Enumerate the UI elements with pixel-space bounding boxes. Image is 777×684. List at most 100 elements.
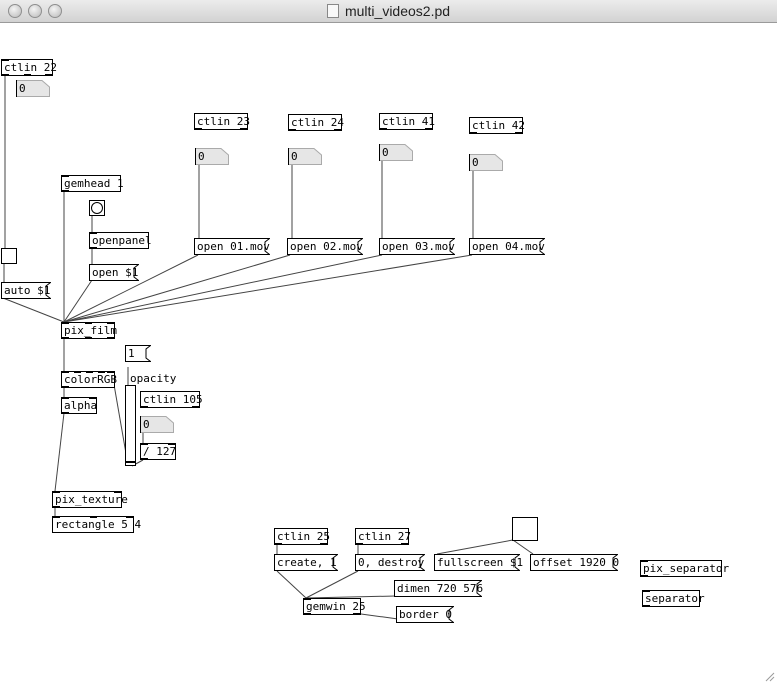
message-open-03[interactable]: open 03.mov: [379, 238, 455, 255]
cord-alpha-pixtexture[interactable]: [54, 412, 65, 492]
object-label: ctlin 24: [291, 116, 344, 129]
cord-toggle-offset[interactable]: [512, 539, 534, 555]
opacity-slider-knob[interactable]: [126, 461, 135, 465]
title-bar: multi_videos2.pd: [0, 0, 777, 23]
cord-destroy-gemwin[interactable]: [305, 570, 359, 599]
number-box-22[interactable]: 0: [16, 80, 50, 97]
object-label: pix_separator: [643, 562, 730, 575]
number-value: 0: [472, 156, 479, 169]
object-label: gemhead 1: [64, 177, 124, 190]
patch-canvas[interactable]: ctlin 22 0 auto $1 gemhead 1 openpanel o…: [0, 23, 777, 684]
message-label: 0, destroy: [358, 556, 425, 569]
number-value: 0: [382, 146, 389, 159]
message-auto[interactable]: auto $1: [1, 282, 51, 299]
number-box-42[interactable]: 0: [469, 154, 503, 171]
object-label: gemwin 25: [306, 600, 366, 613]
resize-grip-icon[interactable]: [765, 672, 775, 682]
message-open-04[interactable]: open 04.mov: [469, 238, 545, 255]
message-open-02[interactable]: open 02.mov: [287, 238, 363, 255]
object-label: ctlin 27: [358, 530, 411, 543]
object-openpanel[interactable]: openpanel: [89, 232, 152, 249]
opacity-slider[interactable]: [125, 385, 136, 466]
minimize-button[interactable]: [28, 4, 42, 18]
object-label: ctlin 23: [197, 115, 250, 128]
cord-create-gemwin[interactable]: [276, 570, 307, 599]
object-colorrgb[interactable]: colorRGB: [61, 371, 117, 388]
message-open-dollar[interactable]: open $1: [89, 264, 139, 281]
object-ctlin-27[interactable]: ctlin 27: [355, 528, 411, 545]
object-gemwin[interactable]: gemwin 25: [303, 598, 366, 615]
number-value: 0: [143, 418, 150, 431]
window-title: multi_videos2.pd: [344, 3, 451, 19]
object-label: ctlin 22: [4, 61, 57, 74]
object-ctlin-23[interactable]: ctlin 23: [194, 113, 250, 130]
object-alpha[interactable]: alpha: [61, 397, 97, 414]
message-fullscreen[interactable]: fullscreen $1: [434, 554, 524, 571]
cord-open01-pixfilm[interactable]: [63, 254, 199, 323]
object-label: ctlin 42: [472, 119, 525, 132]
message-dimen[interactable]: dimen 720 576: [394, 580, 484, 597]
message-label: offset 1920 0: [533, 556, 620, 569]
object-rectangle[interactable]: rectangle 5 4: [52, 516, 141, 533]
object-pix-film[interactable]: pix_film: [61, 322, 117, 339]
object-ctlin-22[interactable]: ctlin 22: [1, 59, 57, 76]
object-ctlin-105[interactable]: ctlin 105: [140, 391, 203, 408]
object-label: / 127: [143, 445, 177, 458]
message-label: open $1: [92, 266, 139, 279]
object-label: openpanel: [92, 234, 152, 247]
window-title-group: multi_videos2.pd: [0, 3, 777, 19]
cord-auto-pixfilm[interactable]: [2, 297, 65, 323]
number-value: 0: [19, 82, 26, 95]
number-box-41[interactable]: 0: [379, 144, 413, 161]
cord-open04-pixfilm[interactable]: [63, 254, 473, 323]
bang-open-file[interactable]: [89, 200, 105, 216]
message-label: create, 1: [277, 556, 337, 569]
number-box-23[interactable]: 0: [195, 148, 229, 165]
object-pix-separator[interactable]: pix_separator: [640, 560, 729, 577]
object-label: rectangle 5 4: [55, 518, 142, 531]
cord-open02-pixfilm[interactable]: [63, 254, 291, 323]
toggle-fullscreen[interactable]: [512, 517, 538, 541]
message-offset[interactable]: offset 1920 0: [530, 554, 620, 571]
zoom-button[interactable]: [48, 4, 62, 18]
object-label: alpha: [64, 399, 98, 412]
message-label: open 02.mov: [290, 240, 363, 253]
message-label: open 03.mov: [382, 240, 455, 253]
message-create[interactable]: create, 1: [274, 554, 338, 571]
object-ctlin-24[interactable]: ctlin 24: [288, 114, 344, 131]
close-button[interactable]: [8, 4, 22, 18]
cord-dimen-gemwin[interactable]: [305, 595, 397, 599]
message-open-01[interactable]: open 01.mov: [194, 238, 270, 255]
cord-toggle-fullscreen[interactable]: [436, 539, 514, 555]
object-label: ctlin 25: [277, 530, 330, 543]
object-label: colorRGB: [64, 373, 117, 386]
object-ctlin-25[interactable]: ctlin 25: [274, 528, 330, 545]
message-label: open 01.mov: [197, 240, 270, 253]
message-label: open 04.mov: [472, 240, 545, 253]
object-divide-127[interactable]: / 127: [140, 443, 176, 460]
object-ctlin-42[interactable]: ctlin 42: [469, 117, 525, 134]
cord-open-pixfilm[interactable]: [63, 279, 93, 323]
number-value: 0: [198, 150, 205, 163]
message-label: dimen 720 576: [397, 582, 484, 595]
message-one[interactable]: 1: [125, 345, 151, 362]
message-label: fullscreen $1: [437, 556, 524, 569]
opacity-label: opacity: [130, 372, 177, 385]
message-label: 1: [128, 347, 135, 360]
object-ctlin-41[interactable]: ctlin 41: [379, 113, 435, 130]
object-gemhead[interactable]: gemhead 1: [61, 175, 124, 192]
number-box-105[interactable]: 0: [140, 416, 174, 433]
number-box-24[interactable]: 0: [288, 148, 322, 165]
object-separator[interactable]: separator: [642, 590, 705, 607]
object-label: pix_texture: [55, 493, 128, 506]
object-label: ctlin 105: [143, 393, 203, 406]
cord-open03-pixfilm[interactable]: [63, 254, 383, 323]
object-pix-texture[interactable]: pix_texture: [52, 491, 128, 508]
object-label: separator: [645, 592, 705, 605]
document-icon: [326, 4, 339, 18]
message-label: border 0: [399, 608, 452, 621]
message-label: auto $1: [4, 284, 51, 297]
toggle-auto[interactable]: [1, 248, 17, 264]
message-border[interactable]: border 0: [396, 606, 454, 623]
message-destroy[interactable]: 0, destroy: [355, 554, 425, 571]
